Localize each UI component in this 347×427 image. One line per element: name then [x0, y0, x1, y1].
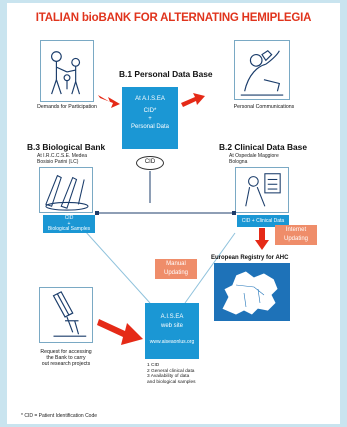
request-line1: Request for accessing — [40, 349, 92, 355]
b2-connector-dot — [232, 211, 236, 215]
b3-connector-dot — [95, 211, 99, 215]
b2-heading: B.2 Clinical Data Base — [219, 142, 307, 152]
website-line2: web site — [160, 323, 183, 329]
arrow-from-b1-icon — [181, 93, 205, 107]
internet-updating-box: Internet Updating — [275, 225, 317, 245]
diagram-page: ITALIAN bioBANK FOR ALTERNATING HEMIPLEG… — [7, 3, 340, 424]
b3-sub1: At I.R.C.C.S.E. Medea — [37, 153, 88, 159]
cid-oval: CID — [136, 156, 164, 170]
b2-sub2: Bologna — [229, 159, 248, 165]
b3-to-website-line — [84, 230, 151, 304]
b2-sub1: At Ospedale Maggiore — [229, 153, 279, 159]
b3-box-line2: + — [67, 220, 71, 227]
website-item4: and biological samples — [147, 379, 196, 385]
microscope-illustration — [39, 287, 93, 343]
internet-line2: Updating — [283, 236, 309, 242]
biological-bank-illustration — [39, 167, 93, 213]
clinical-data-box: CID + Clinical Data — [237, 215, 289, 227]
request-line3: out research projects — [41, 361, 91, 367]
diagram-title: ITALIAN bioBANK FOR ALTERNATING HEMIPLEG… — [35, 12, 312, 24]
clinical-illustration — [235, 167, 289, 213]
b1-line3: + — [148, 116, 152, 122]
b3-sub2: Bosisio Parini (LC) — [37, 159, 79, 165]
registry-heading: European Registry for AHC — [211, 255, 289, 261]
b1-line2: CID* — [143, 108, 157, 114]
website-line1: A.I.S.EA — [160, 314, 184, 320]
request-caption: Request for accessing the Bank to carry … — [23, 349, 109, 367]
biological-samples-box: CID + Biological Samples — [43, 215, 95, 233]
phone-call-illustration — [234, 40, 290, 100]
website-url: www.aiseaonlus.org — [149, 339, 195, 345]
website-box: A.I.S.EA web site www.aiseaonlus.org — [145, 303, 199, 359]
arrow-to-b1-icon — [98, 95, 120, 108]
manual-line2: Updating — [163, 270, 189, 276]
manual-line1: Manual — [166, 261, 186, 267]
internet-line1: Internet — [285, 227, 307, 233]
manual-updating-box: Manual Updating — [155, 259, 197, 279]
personal-data-box: At A.I.S.EA CID* + Personal Data — [122, 87, 178, 149]
request-line2: the Bank to carry — [46, 355, 86, 361]
demands-caption: Demands for Participation — [37, 104, 97, 110]
b3-box-line1: CID — [64, 215, 74, 221]
arrow-to-website-icon — [97, 319, 143, 345]
footnote: * CID = Patient Identification Code — [21, 413, 98, 419]
b1-heading: B.1 Personal Data Base — [119, 69, 213, 79]
b3-heading: B.3 Biological Bank — [27, 142, 106, 152]
website-item1: 1 CID — [147, 363, 160, 368]
family-illustration — [40, 40, 94, 102]
b1-line1: At A.I.S.EA — [135, 96, 165, 102]
europe-map-illustration — [214, 263, 290, 321]
b3-box-line3: Biological Samples — [47, 226, 91, 232]
communications-caption: Personal Communications — [233, 104, 295, 110]
website-info-list: 1 CID 2 General clinical data 3 Availabi… — [147, 363, 196, 385]
arrow-down-to-registry-icon — [255, 228, 269, 250]
website-item2: 2 General clinical data — [147, 368, 195, 374]
b1-line4: Personal Data — [130, 124, 170, 130]
website-item3: 3 Availability of data — [147, 374, 190, 380]
